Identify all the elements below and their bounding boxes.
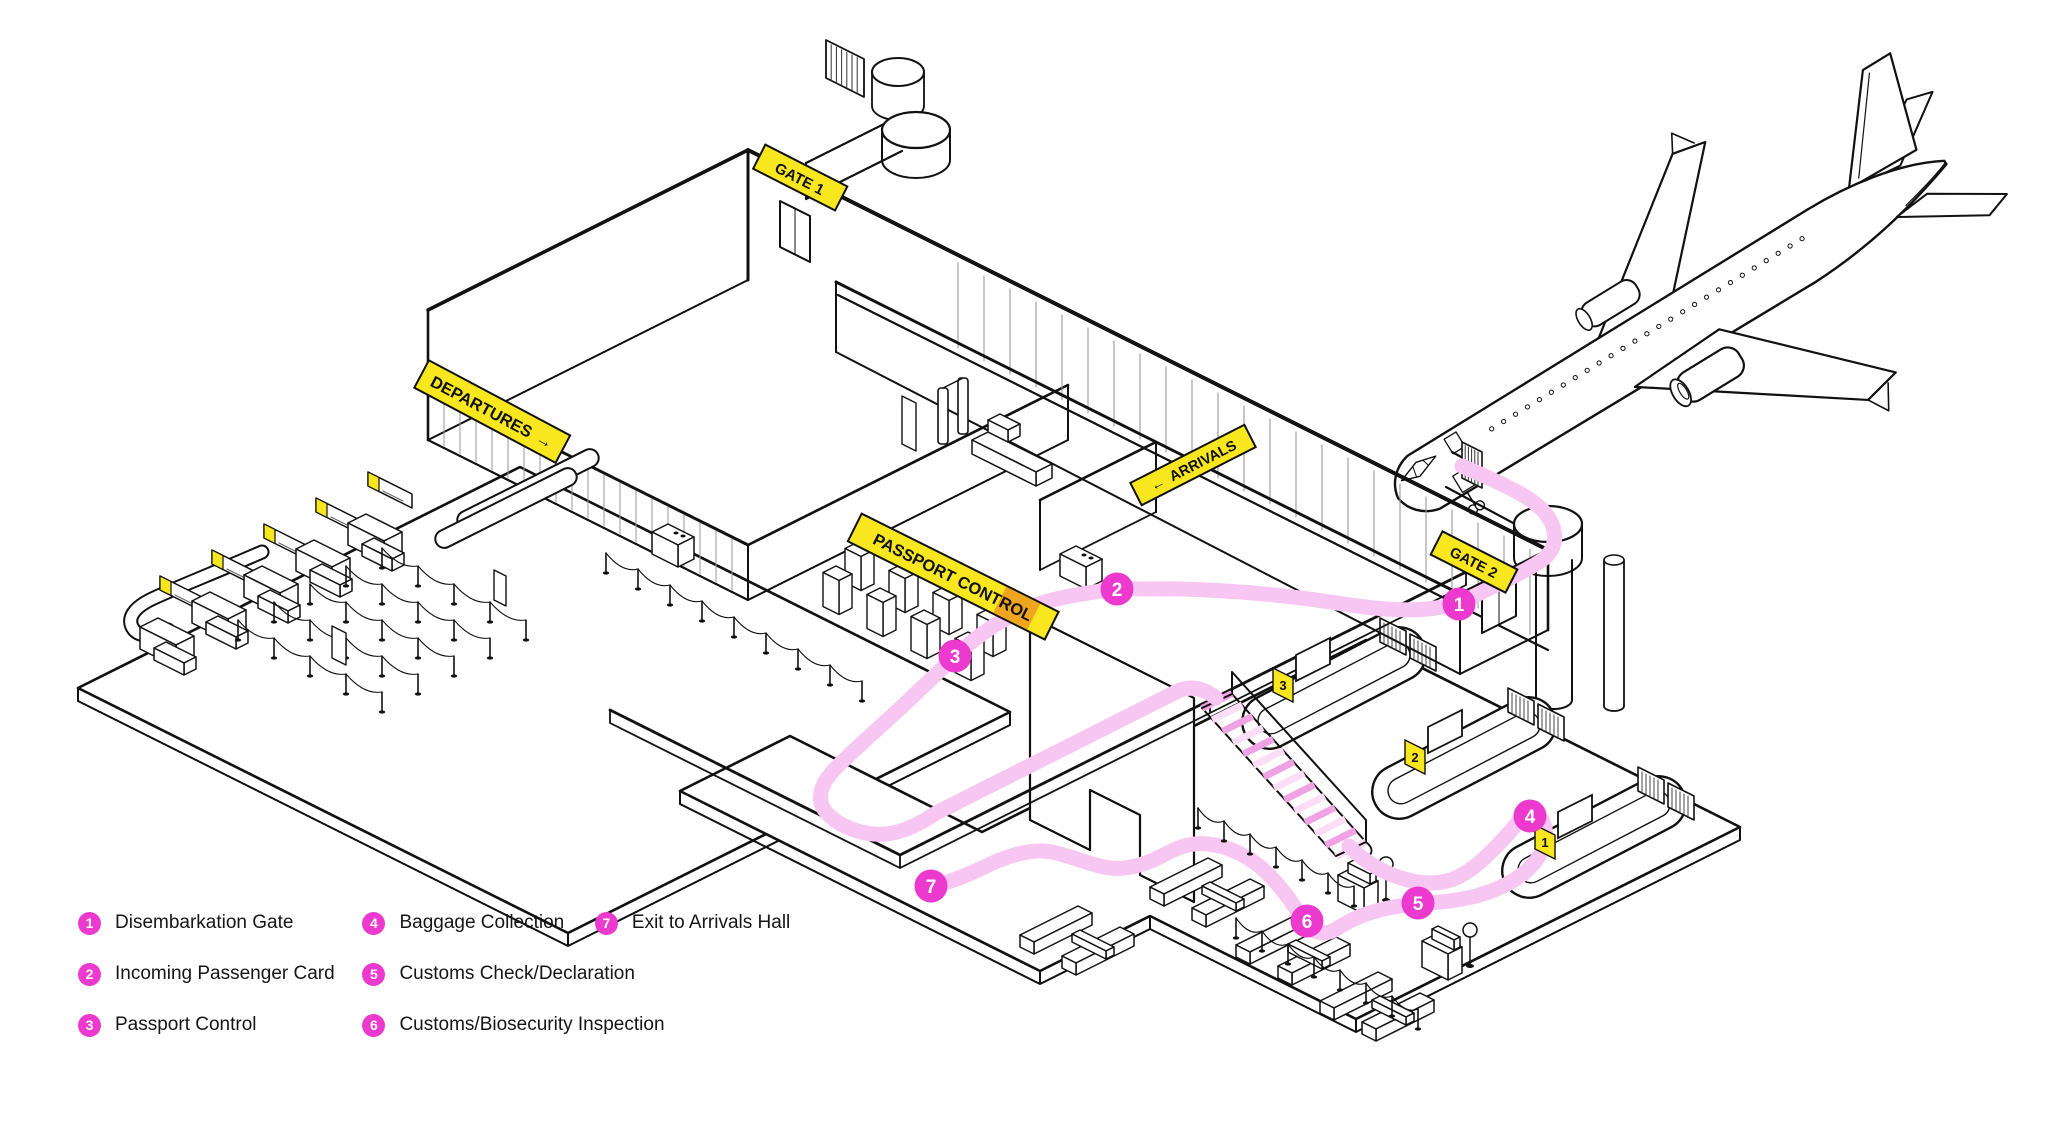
departures-arrow-icon: → [533, 429, 556, 453]
waypoint-marker-2: 2 [1100, 572, 1134, 606]
marker-7-circle [914, 869, 948, 903]
queue-barriers [602, 552, 1422, 1031]
arrivals-arrow-icon: ← [1148, 474, 1168, 495]
baggage-carousels-1-2 [1371, 687, 1695, 899]
gate2-sign-board [1429, 530, 1519, 594]
carousel-1-plate [1534, 823, 1556, 861]
legend-label-3: Passport Control [115, 1014, 257, 1035]
marker-3-number: 3 [950, 647, 961, 668]
legend-marker-2: 2 [78, 962, 101, 986]
waypoint-marker-1: 1 [1442, 587, 1476, 621]
carousel-1-number: 1 [1541, 835, 1548, 850]
arrivals-sign-board [1128, 423, 1258, 507]
carousel-3-board [1295, 636, 1331, 683]
legend-column-3: 7 Exit to Arrivals Hall [594, 911, 791, 962]
exit-corridor-wall [1028, 614, 1196, 904]
customs-inspection-area [1019, 856, 1478, 1042]
legend-item-6: 6 Customs/Biosecurity Inspection [362, 1013, 665, 1037]
gate1-sign: GATE 1 [751, 143, 849, 212]
carousel-2-board [1427, 708, 1463, 755]
check-in-area [123, 471, 530, 714]
legend-column-2: 4 Baggage Collection 5 Customs Check/Decla… [362, 911, 665, 1064]
legend-item-5: 5 Customs Check/Declaration [362, 962, 635, 986]
carousel-sign-2: 2 [1404, 708, 1463, 776]
legend: 1 Disembarkation Gate 2 Incoming Passenger… [78, 911, 790, 1064]
marker-2-number: 2 [1112, 580, 1123, 601]
legend-item-3: 3 Passport Control [78, 1013, 358, 1037]
waypoint-marker-7: 7 [914, 869, 948, 903]
marker-4-circle [1513, 799, 1547, 833]
airplane-body [1393, 52, 2008, 515]
legend-label-2: Incoming Passenger Card [115, 963, 335, 984]
legend-label-6: Customs/Biosecurity Inspection [399, 1014, 665, 1035]
airplane [1393, 52, 2008, 515]
waypoint-marker-4: 4 [1513, 799, 1547, 833]
legend-label-5: Customs Check/Declaration [399, 963, 635, 984]
gate1-sign-board [751, 143, 849, 212]
legend-marker-5: 5 [362, 962, 386, 986]
terminal-building [426, 148, 1550, 675]
legend-marker-3: 3 [78, 1013, 101, 1037]
legend-label-7: Exit to Arrivals Hall [631, 912, 791, 933]
legend-label-1: Disembarkation Gate [115, 912, 294, 933]
carousel-1-board [1557, 793, 1593, 840]
marker-2-circle [1100, 572, 1134, 606]
marker-1-number: 1 [1454, 595, 1465, 616]
legend-marker-1: 1 [78, 911, 101, 935]
carousel-3-plate [1272, 666, 1294, 704]
marker-4-number: 4 [1525, 807, 1536, 828]
marker-7-number: 7 [926, 877, 937, 898]
legend-marker-6: 6 [362, 1013, 386, 1037]
marker-6-circle [1290, 904, 1324, 938]
carousel-2-plate [1404, 738, 1426, 776]
legend-marker-7: 7 [594, 911, 618, 935]
legend-item-1: 1 Disembarkation Gate [78, 911, 358, 935]
path-overlap-patch [993, 586, 1041, 630]
baggage-carousel-3 [1241, 617, 1437, 750]
marker-6-number: 6 [1302, 912, 1313, 933]
legend-item-2: 2 Incoming Passenger Card [78, 962, 358, 986]
passport-control-area [651, 523, 1103, 682]
waypoint-marker-5: 5 [1401, 886, 1435, 920]
waypoint-marker-6: 6 [1290, 904, 1324, 938]
departures-sign-board [412, 358, 572, 465]
carousel-2-number: 2 [1411, 750, 1418, 765]
marker-1-circle [1442, 587, 1476, 621]
arrivals-sign: ←ARRIVALS [1128, 423, 1258, 507]
carousel-3-number: 3 [1279, 678, 1286, 693]
legend-label-4: Baggage Collection [399, 912, 565, 933]
carousel-sign-3: 3 [1272, 636, 1331, 704]
carousel-sign-1: 1 [1534, 793, 1593, 861]
marker-5-number: 5 [1413, 894, 1424, 915]
legend-item-4: 4 Baggage Collection [362, 911, 590, 935]
marker-3-circle [938, 639, 972, 673]
jet-bridge-gate1 [804, 39, 952, 201]
legend-marker-4: 4 [362, 911, 386, 935]
waypoint-marker-3: 3 [938, 639, 972, 673]
legend-item-7: 7 Exit to Arrivals Hall [594, 911, 791, 935]
legend-column-1: 1 Disembarkation Gate 2 Incoming Passenger… [78, 911, 358, 1064]
marker-5-circle [1401, 886, 1435, 920]
